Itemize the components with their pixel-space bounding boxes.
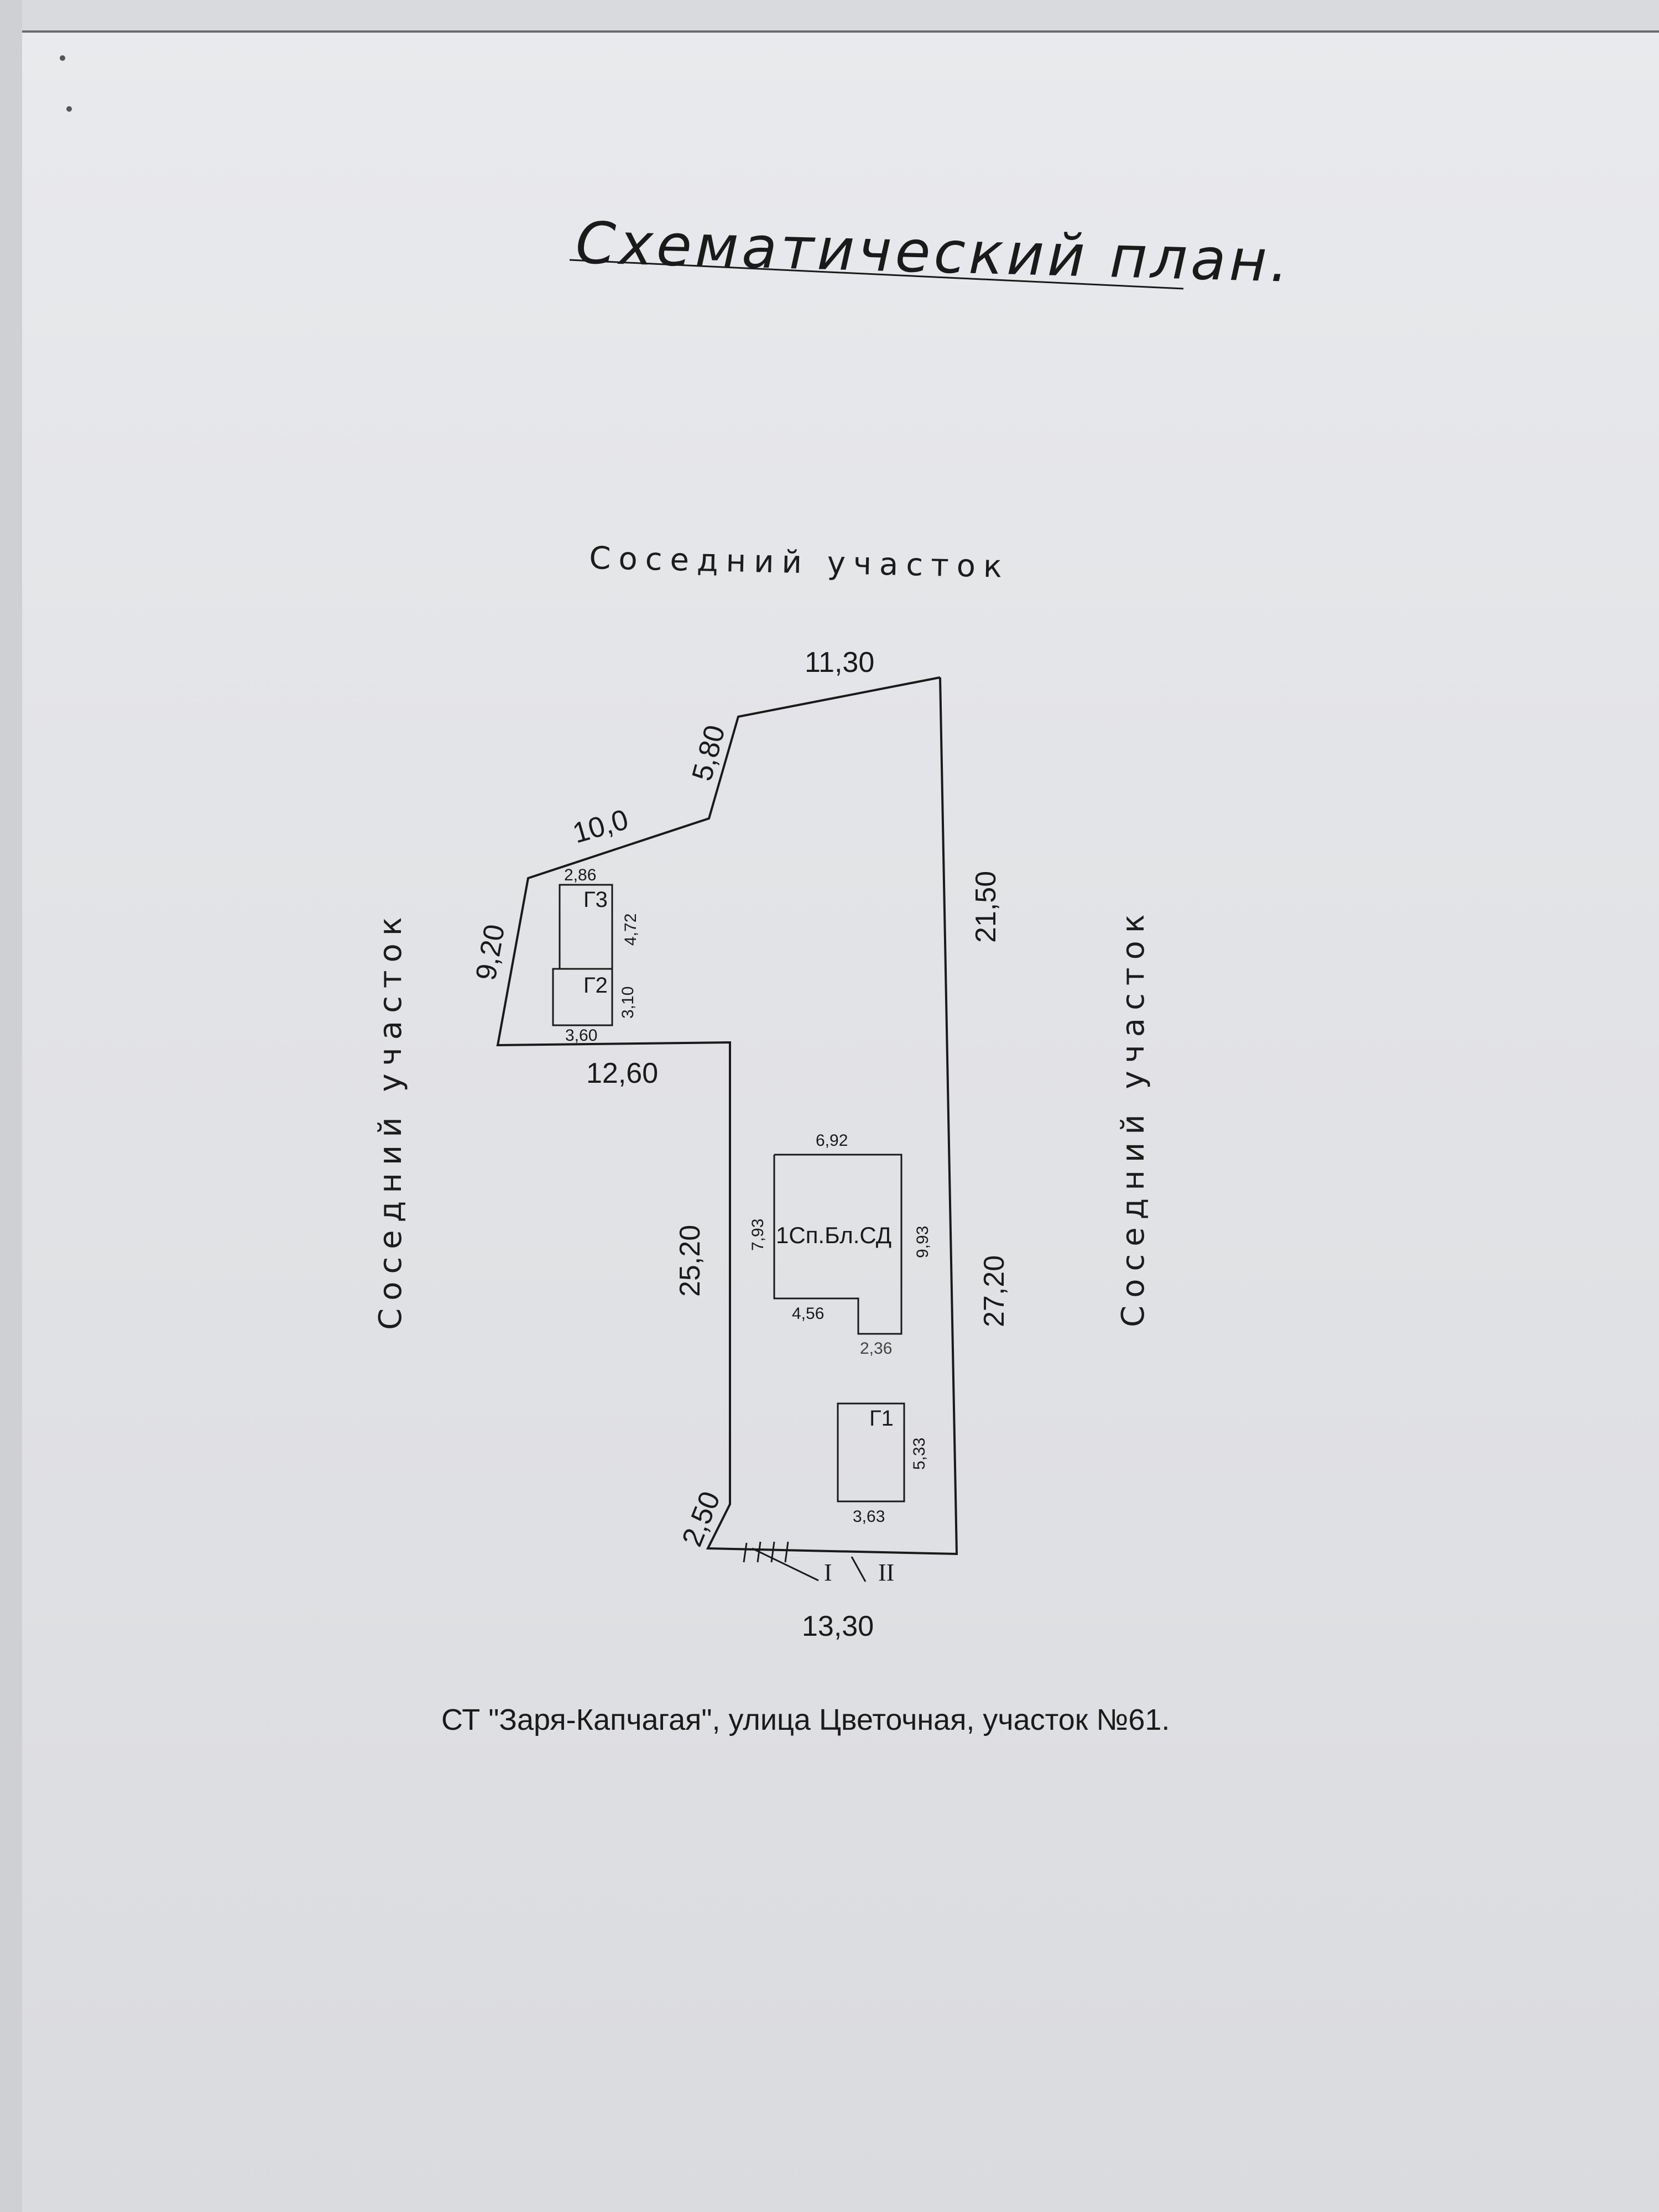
punch-mark — [60, 55, 65, 61]
entrance-label-i: I — [824, 1559, 832, 1586]
dim-left-short: 9,20 — [470, 922, 512, 983]
page-left-edge — [0, 0, 22, 2212]
dim-right-lower: 27,20 — [978, 1255, 1010, 1327]
gate-tick — [784, 1541, 789, 1563]
building-house-bottom-left-dim: 4,56 — [792, 1305, 824, 1323]
dim-top-left-diagonal: 5,80 — [686, 722, 732, 784]
building-g1-bottom-dim: 3,63 — [853, 1507, 885, 1526]
building-g1-side-dim: 5,33 — [910, 1438, 928, 1470]
building-g2 — [552, 968, 613, 1026]
entrance-label-ii: II — [878, 1559, 894, 1586]
dim-right-upper: 21,50 — [970, 871, 1002, 943]
page-title: Схематический план. — [575, 209, 1292, 295]
building-house-label: 1Сп.Бл.СД — [776, 1222, 891, 1248]
neighbor-label-left: Соседний участок — [373, 909, 409, 1330]
punch-mark — [66, 106, 72, 112]
dim-inner-horizontal: 12,60 — [586, 1057, 658, 1089]
dim-top: 11,30 — [805, 646, 874, 679]
dim-inner-vertical: 25,20 — [674, 1225, 706, 1297]
neighbor-label-right: Соседний участок — [1115, 906, 1151, 1327]
gate-arrow-ii — [851, 1556, 867, 1582]
neighbor-label-top: Соседний участок — [589, 540, 1010, 585]
building-g3-label: Г3 — [583, 888, 608, 912]
building-g2-bottom-dim: 3,60 — [565, 1026, 597, 1045]
building-house — [773, 1154, 902, 1335]
page-top-edge — [22, 0, 1659, 33]
paper-sheet — [22, 0, 1659, 2212]
building-g3-side-dim: 4,72 — [622, 914, 640, 946]
gate-arrow-i — [752, 1547, 819, 1582]
lot-boundary — [496, 676, 958, 1556]
dim-upper-left: 10,0 — [569, 804, 632, 850]
building-g3-top-dim: 2,86 — [564, 866, 596, 884]
building-house-left-dim: 7,93 — [749, 1219, 767, 1251]
title-underline — [569, 259, 1184, 290]
address-caption: СТ "Заря-Капчагая", улица Цветочная, уча… — [441, 1703, 1170, 1736]
building-g1-label: Г1 — [869, 1406, 894, 1431]
building-g2-label: Г2 — [583, 973, 608, 998]
gate-tick — [743, 1542, 748, 1563]
building-house-top-dim: 6,92 — [816, 1131, 848, 1150]
building-g1 — [837, 1402, 905, 1503]
building-house-right-dim: 9,93 — [914, 1226, 932, 1258]
dim-bottom-left-diagonal: 2,50 — [676, 1487, 727, 1551]
building-house-bottom-right-dim: 2,36 — [860, 1339, 892, 1358]
building-g2-side-dim: 3,10 — [619, 987, 637, 1019]
dim-bottom: 13,30 — [802, 1610, 874, 1642]
